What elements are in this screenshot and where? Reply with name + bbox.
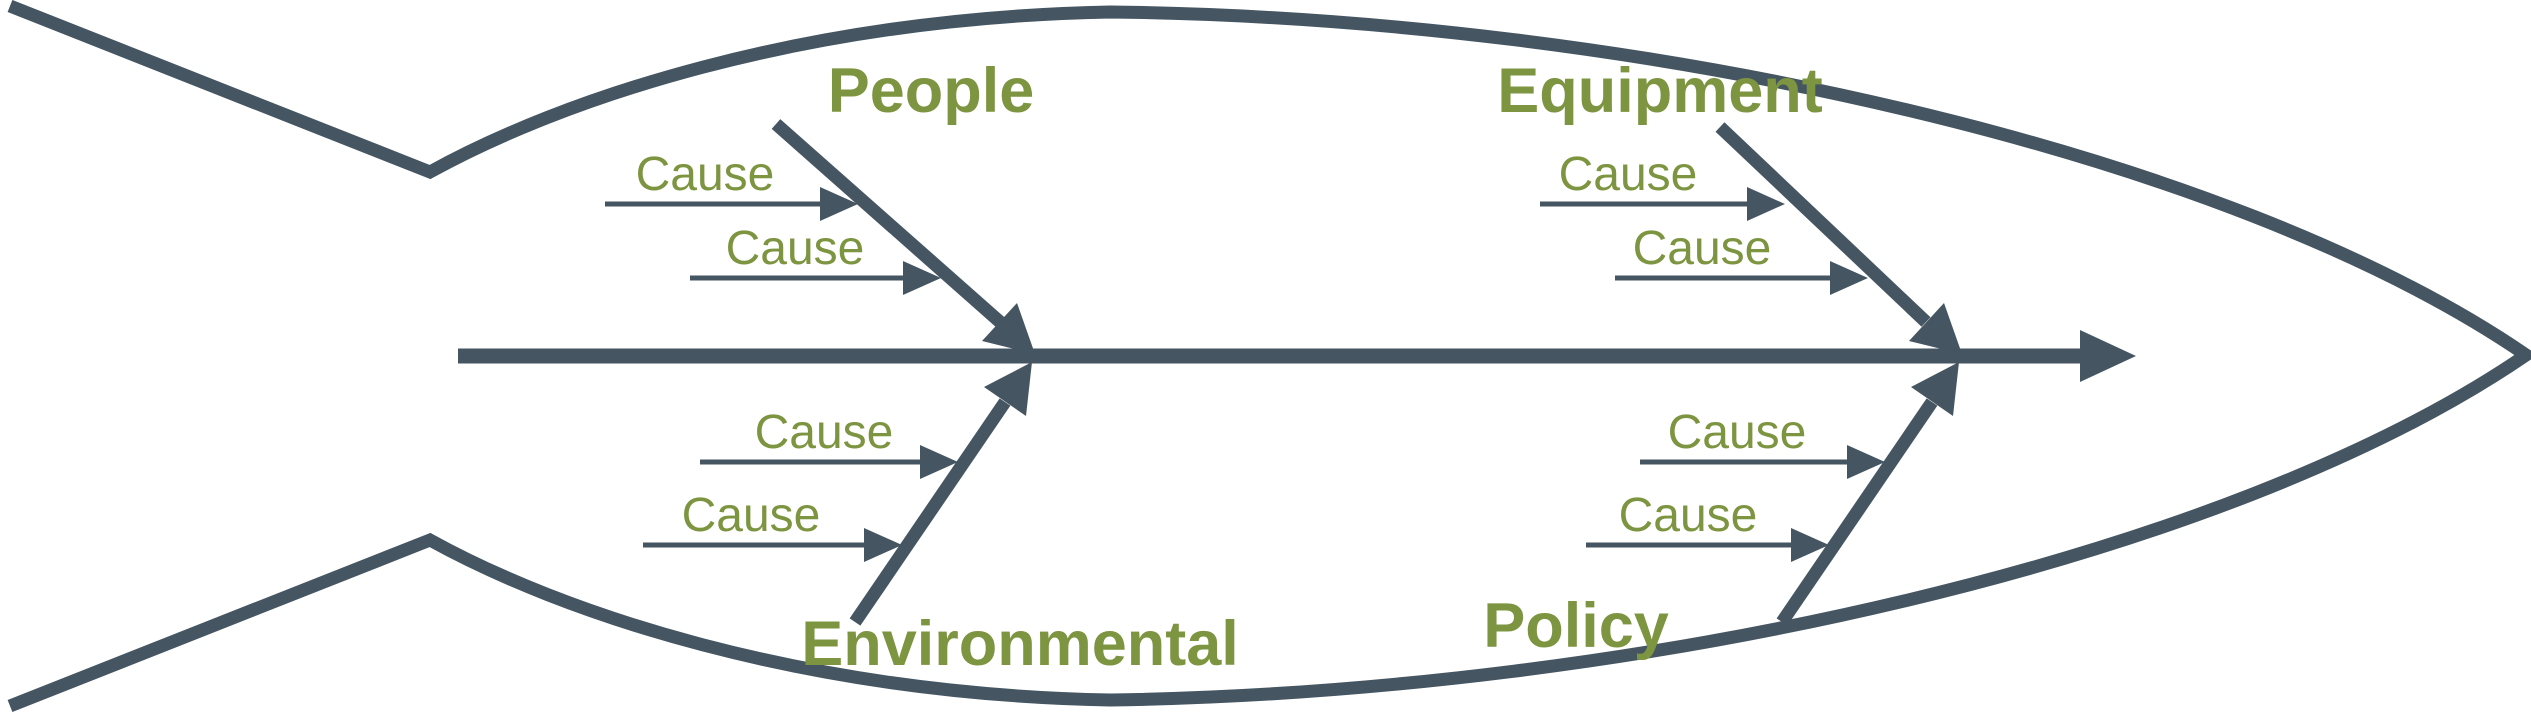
fish-body-outline (7, 0, 2531, 713)
category-people: People Cause Cause (605, 56, 1035, 354)
cause-arrowhead (1791, 528, 1829, 562)
policy-label: Policy (1483, 591, 1669, 661)
people-cause-2: Cause (690, 222, 941, 295)
cause-label: Cause (1633, 222, 1772, 275)
environmental-bone-arrowhead (984, 362, 1032, 416)
cause-label: Cause (682, 489, 821, 542)
policy-bone-arrowhead (1911, 362, 1959, 416)
equipment-cause-2: Cause (1615, 222, 1868, 295)
cause-label: Cause (726, 222, 865, 275)
people-cause-1: Cause (605, 148, 858, 221)
cause-label: Cause (636, 148, 775, 201)
category-policy: Policy Cause Cause (1483, 362, 1959, 661)
cause-arrowhead (864, 528, 902, 562)
cause-arrowhead (1847, 445, 1885, 479)
cause-arrowhead (903, 261, 941, 295)
cause-arrowhead (820, 187, 858, 221)
category-environmental: Environmental Cause Cause (643, 362, 1239, 679)
equipment-cause-1: Cause (1540, 148, 1785, 221)
spine-arrow (458, 330, 2136, 382)
category-equipment: Equipment Cause Cause (1497, 56, 1962, 354)
spine-arrowhead (2080, 330, 2136, 382)
cause-label: Cause (1619, 489, 1758, 542)
people-bone (771, 119, 1005, 327)
environmental-bone (849, 398, 1011, 626)
cause-label: Cause (755, 406, 894, 459)
people-bone-arrowhead (982, 303, 1035, 354)
cause-label: Cause (1559, 148, 1698, 201)
environmental-cause-1: Cause (700, 406, 958, 479)
equipment-bone (1715, 122, 1931, 327)
environmental-label: Environmental (801, 609, 1239, 679)
people-label: People (828, 56, 1035, 126)
cause-label: Cause (1668, 406, 1807, 459)
policy-bone (1776, 398, 1938, 626)
environmental-cause-2: Cause (643, 489, 902, 562)
equipment-label: Equipment (1497, 56, 1823, 126)
cause-arrowhead (920, 445, 958, 479)
policy-cause-1: Cause (1640, 406, 1885, 479)
equipment-bone-arrowhead (1909, 303, 1962, 354)
policy-cause-2: Cause (1586, 489, 1829, 562)
cause-arrowhead (1747, 187, 1785, 221)
cause-arrowhead (1830, 261, 1868, 295)
